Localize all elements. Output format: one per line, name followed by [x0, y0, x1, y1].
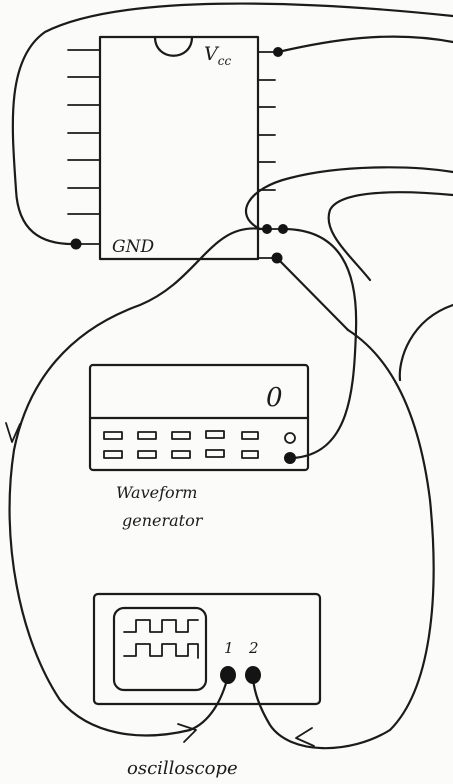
- generator-sync-jack: [284, 432, 296, 444]
- oscilloscope: 1 2 oscilloscope: [92, 592, 322, 779]
- right-curve-wire: [327, 191, 453, 282]
- channel-2-label: 2: [248, 639, 259, 657]
- gnd-label: GND: [112, 237, 154, 257]
- oscilloscope-label: oscilloscope: [127, 758, 238, 779]
- vcc-label: Vcc: [204, 43, 231, 68]
- generator-output-wire: [283, 227, 358, 460]
- pin8-wire: [275, 256, 350, 332]
- pin7-wire-right: [244, 166, 453, 231]
- arrow-ch1: [177, 723, 197, 743]
- trace-upper: [123, 619, 199, 633]
- channel-1-jack: [220, 666, 236, 684]
- generator-buttons: [103, 430, 259, 459]
- vcc-wire: [276, 35, 453, 54]
- channel-2-jack: [245, 666, 261, 684]
- pin7-junction-dot-a: [262, 224, 272, 234]
- trace-lower: [123, 643, 199, 659]
- ch1-wire: [8, 227, 264, 737]
- chip-left-pins: [67, 49, 101, 245]
- chip-notch: [153, 35, 194, 57]
- gnd-wire: [11, 2, 453, 246]
- gnd-junction-dot: [70, 238, 82, 250]
- junction-dots: [70, 47, 288, 264]
- arrow-left: [5, 422, 21, 443]
- generator-display: 0: [266, 383, 283, 413]
- vcc-junction-dot: [273, 47, 283, 57]
- generator-label-line1: Waveform: [116, 483, 197, 502]
- chip-body: [98, 35, 260, 261]
- ic-chip: Vcc GND: [67, 35, 286, 261]
- ch2-wire: [251, 328, 435, 750]
- arrow-ch2: [295, 727, 315, 747]
- channel-1-label: 1: [224, 639, 234, 657]
- generator-label-line2: generator: [122, 511, 204, 530]
- wires: [5, 2, 453, 750]
- generator-output-jack: [284, 452, 296, 464]
- pin7-junction-dot-b: [278, 224, 288, 234]
- pin8-junction-dot: [271, 252, 283, 264]
- oscilloscope-body: [92, 592, 322, 706]
- waveform-generator: 0 Waveform generator: [88, 363, 310, 530]
- oscilloscope-screen: [112, 606, 208, 692]
- far-right-wire: [398, 303, 453, 382]
